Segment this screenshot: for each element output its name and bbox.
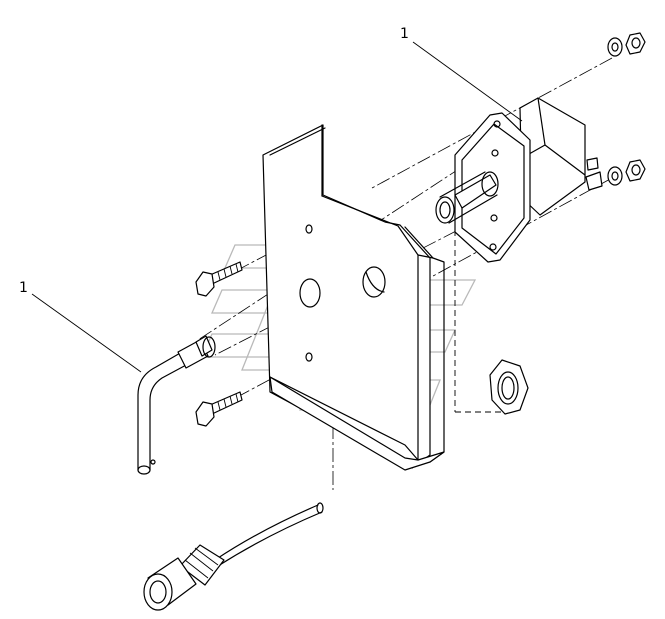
mounting-bolt-lower bbox=[195, 391, 243, 427]
callout-lower-leader bbox=[31, 293, 142, 373]
washers-and-nuts bbox=[607, 32, 646, 186]
solenoid-assembly bbox=[435, 97, 603, 263]
mounting-bolt-upper bbox=[195, 261, 243, 297]
cable-connector bbox=[143, 502, 324, 611]
callout-upper-leader bbox=[412, 41, 523, 122]
bent-tube-fitting bbox=[137, 335, 216, 475]
hex-lock-nut bbox=[489, 359, 529, 415]
callout-lower-group: 1 bbox=[19, 280, 142, 373]
mounting-bracket bbox=[262, 124, 445, 471]
callout-upper-label: 1 bbox=[400, 26, 409, 42]
callout-upper-group: 1 bbox=[400, 26, 523, 122]
callout-lower-label: 1 bbox=[19, 280, 28, 296]
